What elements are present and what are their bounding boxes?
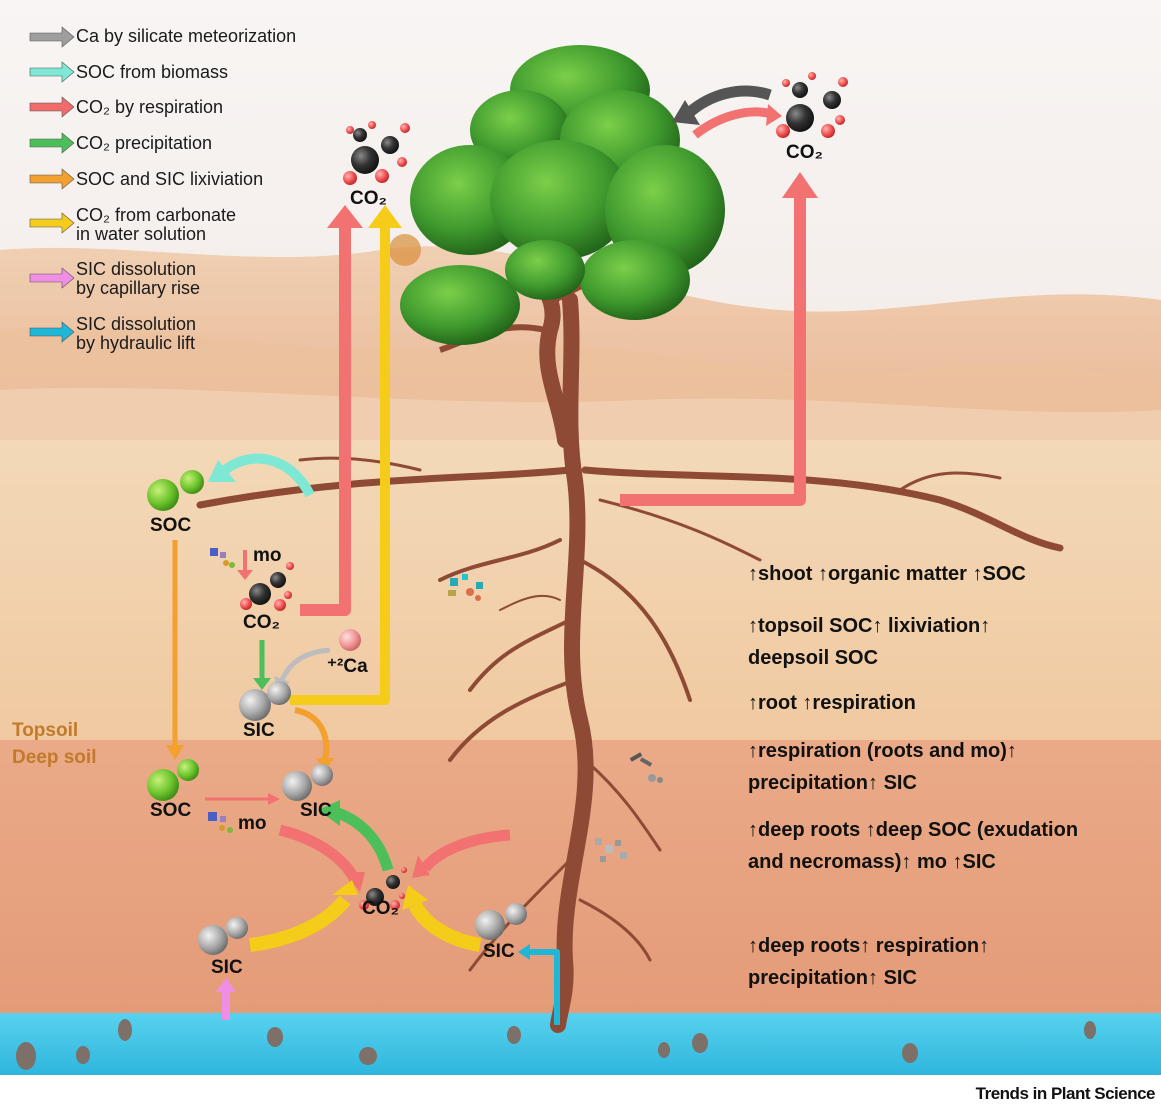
respiration-arrow-right — [620, 195, 806, 506]
legend-item-hydraulic-line2: by hydraulic lift — [76, 333, 196, 353]
co2-label-top-right: CO₂ — [786, 142, 823, 163]
deep-soil-label: Deep soil — [12, 747, 97, 768]
pink-arrow-icon — [29, 267, 75, 289]
footer-band — [0, 1075, 1161, 1110]
soc-label-deep: SOC — [150, 800, 192, 821]
legend-item-hydraulic: SIC dissolution — [76, 314, 197, 334]
background-shrub — [389, 234, 421, 266]
co2-molecule-top-right — [776, 72, 848, 138]
orange-arrow-icon — [29, 168, 75, 190]
dune-ridge-2 — [0, 387, 1161, 440]
soc-top-balls — [147, 470, 204, 511]
sic-label-top: SIC — [243, 720, 275, 741]
legend-item-carbonate: CO₂ from carbonate — [76, 205, 237, 225]
legend-item-carbonate-line2: in water solution — [76, 224, 207, 244]
mo-label-deep: mo — [238, 813, 267, 834]
note-topsoil-soc: ↑topsoil SOC↑ lixiviation↑ deepsoil SOC — [748, 615, 991, 669]
sic-deep-balls — [282, 764, 333, 801]
tree — [400, 45, 725, 448]
mo-label-top: mo — [253, 545, 282, 566]
calcium-ion — [339, 629, 361, 651]
sic-bottom-left-balls — [198, 917, 248, 955]
soc-label-top: SOC — [150, 515, 192, 536]
co2-molecule-deep — [359, 867, 407, 910]
tree-foliage — [400, 45, 725, 345]
journal-credit: Trends in Plant Science — [975, 1084, 1156, 1103]
sic-label-bottom-left: SIC — [211, 957, 243, 978]
legend-arrows — [29, 26, 75, 343]
note-deep-roots-soc: ↑deep roots ↑deep SOC (exudation and nec… — [748, 819, 1079, 873]
sic-label-bottom-right: SIC — [483, 941, 515, 962]
co2-molecule-top-left — [343, 121, 410, 185]
co2-label-deep: CO₂ — [362, 898, 399, 919]
sic-label-deep: SIC — [300, 800, 332, 821]
water-rocks — [16, 1019, 1096, 1070]
legend-item-soc-biomass: SOC from biomass — [76, 62, 229, 82]
mineral-cluster-turquoise — [448, 574, 483, 601]
note-shoot: ↑shoot ↑organic matter ↑SOC — [748, 563, 1026, 585]
green-arrow-icon — [29, 132, 75, 154]
calcium-label: ⁺²Ca — [327, 656, 368, 677]
respiration-arrow-left — [300, 225, 351, 616]
note-respiration-mo: ↑respiration (roots and mo)↑ precipitati… — [748, 740, 1017, 794]
legend-item-capillary-line2: by capillary rise — [76, 278, 201, 298]
microorganisms-deep — [208, 812, 233, 833]
yellow-arrow-icon — [29, 212, 75, 234]
cyan-arrow-icon — [29, 61, 75, 83]
co2-molecule-mid — [240, 562, 294, 611]
co2-label-top-left: CO₂ — [350, 188, 387, 209]
note-root-respiration: ↑root ↑respiration — [748, 692, 916, 714]
gray-arrow-icon — [29, 26, 75, 48]
soc-deep-balls — [147, 759, 199, 801]
microorganisms-top — [210, 548, 235, 568]
carbonate-arrow — [290, 225, 390, 705]
topsoil-label: Topsoil — [12, 720, 79, 741]
co2-label-mid: CO₂ — [243, 612, 280, 633]
root-system — [196, 292, 1064, 1033]
red-arrow-icon — [29, 96, 75, 118]
sic-top-balls — [239, 681, 291, 721]
flow-arrows — [166, 85, 818, 1025]
sic-bottom-right-balls — [475, 903, 527, 940]
legend-item-co2-respiration: CO₂ by respiration — [76, 97, 224, 117]
legend-item-ca-silicate: Ca by silicate meteorization — [76, 26, 297, 46]
note-deep-roots-respiration: ↑deep roots↑ respiration↑ precipitation↑… — [748, 935, 990, 989]
mineral-cluster-dark — [629, 752, 663, 783]
legend-item-co2-precipitation: CO₂ precipitation — [76, 133, 213, 153]
legend-item-lixiviation: SOC and SIC lixiviation — [76, 169, 264, 189]
legend-item-capillary: SIC dissolution — [76, 259, 197, 279]
groundwater — [0, 1013, 1161, 1075]
blue-arrow-icon — [29, 321, 75, 343]
mineral-cluster-gray — [595, 838, 627, 862]
